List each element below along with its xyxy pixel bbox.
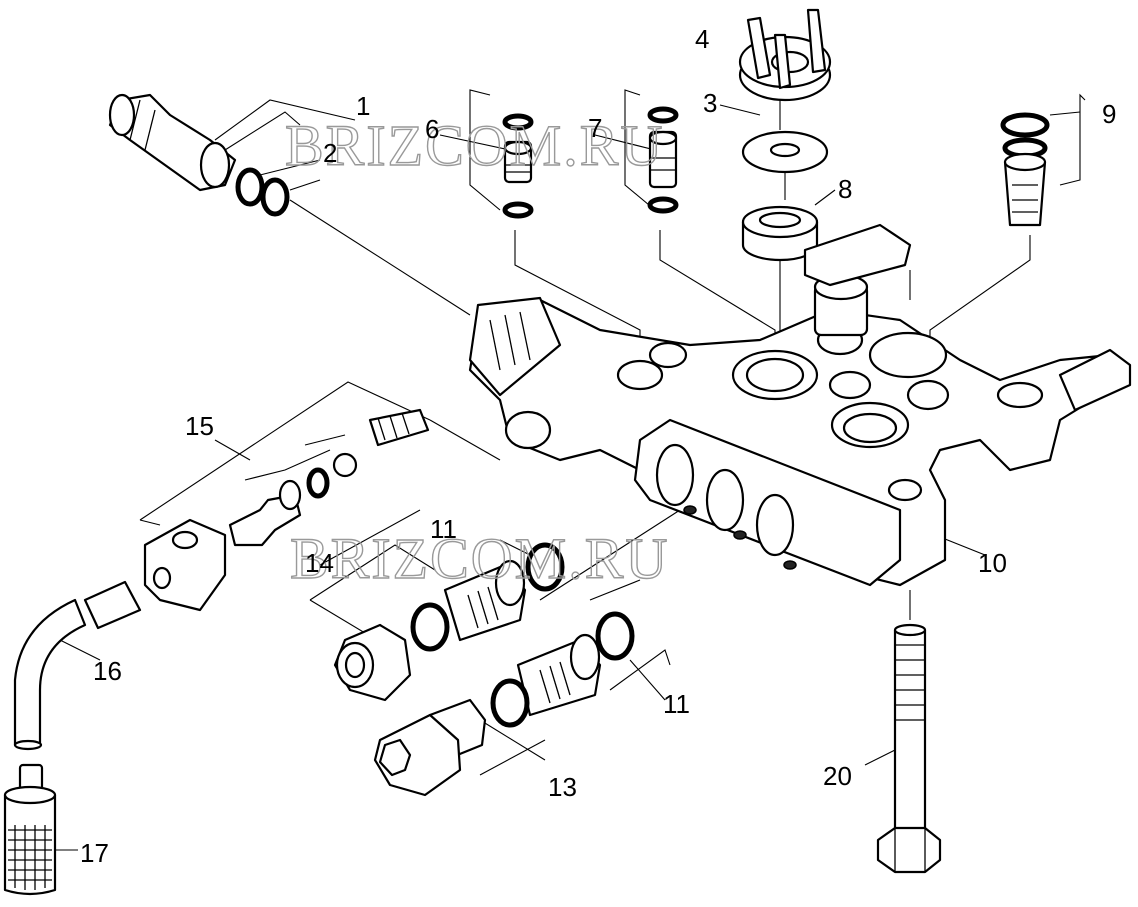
- label-1: 1: [356, 91, 370, 121]
- part-14-nut-and-ring: [333, 602, 450, 702]
- label-2: 2: [323, 138, 337, 168]
- label-11-lower: 11: [663, 689, 690, 719]
- label-17: 17: [80, 838, 109, 868]
- label-10: 10: [978, 548, 1007, 578]
- callout-labels: 1 2 3 4 6 7 8 9 10 11 11 13 14 15 16 17 …: [80, 24, 1116, 868]
- label-8: 8: [838, 174, 852, 204]
- part-11-upper-valve: [443, 542, 565, 642]
- label-9: 9: [1102, 99, 1116, 129]
- part-6-valve-insert: [502, 113, 534, 219]
- part-20-bolt: [876, 623, 942, 874]
- part-11-lower-valve: [516, 611, 635, 717]
- part-13-plug: [373, 678, 530, 797]
- part-10-pump-head: [468, 223, 1132, 587]
- label-4: 4: [695, 24, 709, 54]
- watermark-middle: BRIZCOM.RU: [290, 526, 669, 591]
- label-16: 16: [93, 656, 122, 686]
- label-13: 13: [548, 772, 577, 802]
- label-3: 3: [703, 88, 717, 118]
- part-7-valve-insert: [647, 106, 679, 214]
- label-7: 7: [588, 113, 602, 143]
- part-9-valve: [1000, 112, 1050, 227]
- part-2-o-rings: [235, 167, 290, 217]
- part-8-seal: [741, 205, 819, 262]
- label-20: 20: [823, 761, 852, 791]
- part-3-washer: [741, 130, 829, 174]
- part-4-retainer: [738, 8, 832, 102]
- leader-lines: [55, 89, 1086, 851]
- label-11-upper: 11: [430, 514, 457, 544]
- part-17-filter: [3, 763, 57, 896]
- label-14: 14: [305, 548, 334, 578]
- part-15-unloader: [143, 408, 430, 612]
- label-6: 6: [425, 114, 439, 144]
- part-16-hose: [13, 580, 142, 751]
- part-1-inlet-fitting: [108, 93, 237, 192]
- watermark-top: BRIZCOM.RU: [285, 113, 664, 178]
- label-15: 15: [185, 411, 214, 441]
